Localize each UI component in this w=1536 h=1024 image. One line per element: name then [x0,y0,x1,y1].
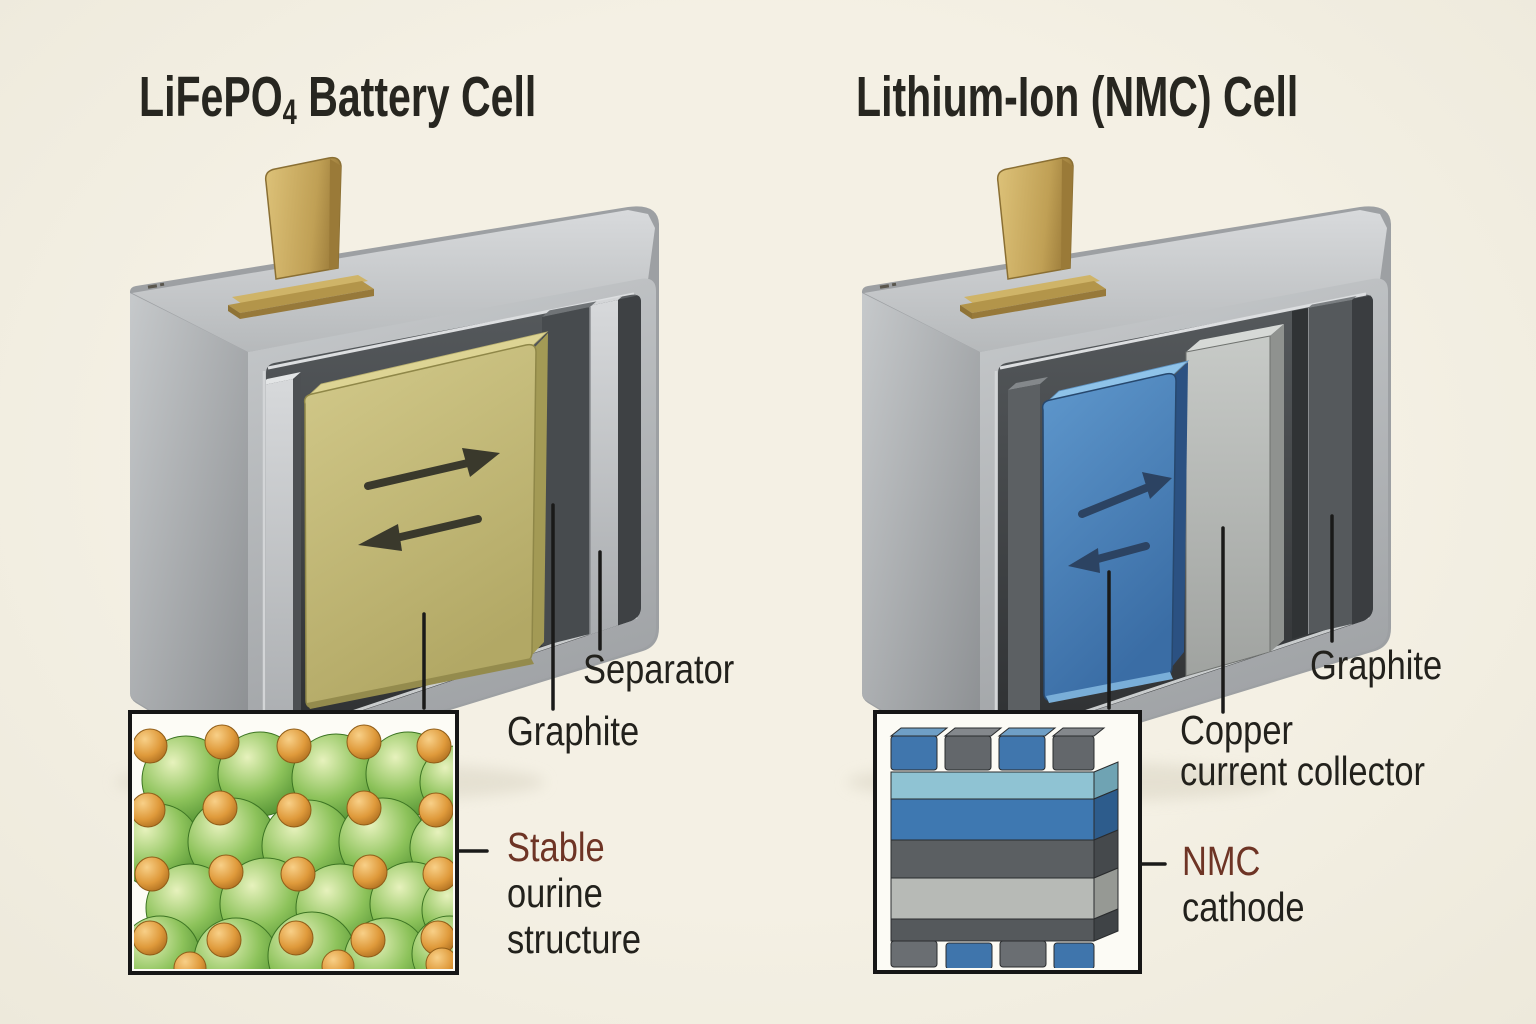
nmc-anode-plate [1008,384,1040,740]
lfp-title-subscript: 4 [282,92,297,132]
nmc-graphite-layer [1308,300,1352,634]
nmc-copper-collector-layer [1185,335,1271,677]
leader-lines [422,503,1334,866]
lfp-graphite-layer [542,307,590,646]
label-graphite-right: Graphite [1310,642,1443,688]
nmc-terminal-tab [959,156,1107,320]
nmc-title: Lithium-Ion (NMC) Cell [856,65,1299,129]
lfp-crystal-inset [128,710,459,975]
label-structure-line2: ourine [507,870,603,916]
nmc-cathode-block [1041,360,1190,703]
lfp-terminal-tab [227,156,375,320]
label-nmc-cathode: NMC cathode [1182,838,1328,930]
label-copper-line1: Copper [1180,707,1293,753]
nmc-layer-inset [873,710,1142,974]
label-cathode-line2: cathode [1182,884,1305,930]
label-nmc-highlight: NMC [1182,838,1261,884]
label-copper-line2: current collector [1180,748,1426,794]
lfp-title-rest: Battery Cell [296,65,537,129]
label-stable-highlight: Stable [507,824,605,870]
label-copper-collector: Copper current collector [1180,710,1472,792]
lfp-ion-arrows [358,448,500,551]
nmc-battery-illustration [860,156,1393,772]
lfp-cathode-block [303,331,549,709]
nmc-interior [1008,294,1373,740]
olivine-spheres [134,724,453,969]
nmc-stack [889,727,1119,968]
lfp-title: LiFePO4 Battery Cell [139,64,691,132]
lfp-title-text: LiFePO [139,65,283,129]
lfp-interior [266,294,641,740]
nmc-ion-arrows [1068,472,1172,573]
lfp-current-collector-plate [266,379,293,740]
label-stable-structure: Stable ourine structure [507,824,667,962]
lfp-separator-layer [588,300,618,637]
label-structure-line3: structure [507,916,641,962]
label-separator: Separator [583,646,735,692]
label-graphite-left: Graphite [507,708,640,754]
lfp-battery-illustration [128,156,661,772]
